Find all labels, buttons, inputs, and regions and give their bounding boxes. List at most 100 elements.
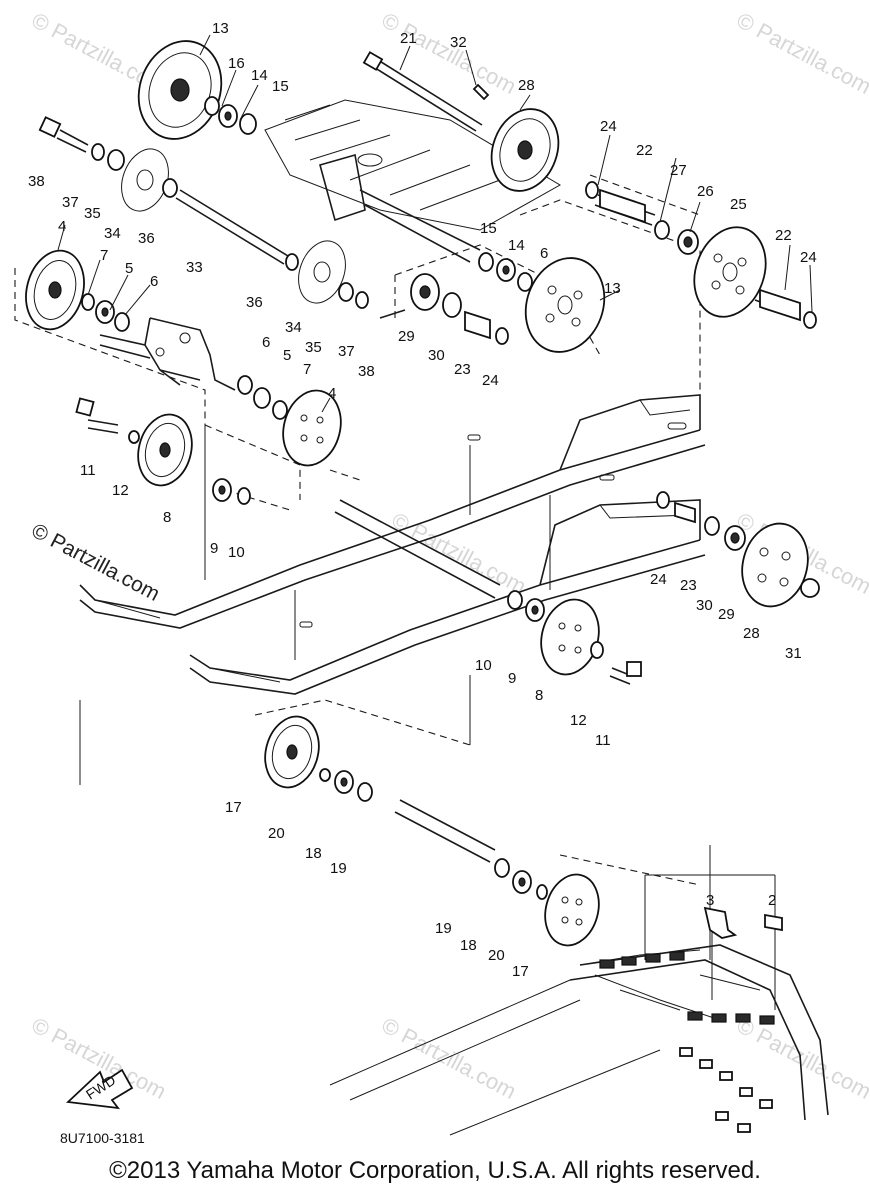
callout: 13	[604, 280, 621, 297]
callout: 15	[272, 78, 289, 95]
callout: 24	[482, 372, 499, 389]
drawing-code: 8U7100-3181	[60, 1130, 145, 1146]
callout: 18	[305, 845, 322, 862]
callout: 38	[358, 363, 375, 380]
wheel-17-right	[544, 873, 600, 947]
pivot-arm	[99, 317, 236, 391]
callout: 28	[743, 625, 760, 642]
callout: 28	[518, 77, 535, 94]
callout: 9	[210, 540, 218, 557]
wheel-28-top	[490, 108, 560, 192]
watermark: © Partzilla.com	[378, 7, 521, 99]
wheel-25	[693, 226, 767, 318]
callout: 24	[600, 118, 617, 135]
callout-labels: 13 16 14 15 21 32 28 38 37 35 34 36 24 2…	[28, 20, 817, 980]
callout: 34	[104, 225, 121, 242]
callout: 26	[697, 183, 714, 200]
wheel-8-right	[540, 598, 600, 676]
callout: 2	[768, 892, 776, 909]
wheel-34-mid	[298, 240, 346, 304]
callout: 22	[636, 142, 653, 159]
leader-lines	[57, 34, 813, 413]
watermark: © Partzilla.com	[388, 507, 531, 599]
axle-bolt-head	[362, 51, 384, 71]
slide-rails	[79, 394, 706, 785]
watermark: © Partzilla.com	[378, 1012, 521, 1104]
callout: 23	[454, 361, 471, 378]
bolt-head-11	[75, 397, 95, 417]
callout: 35	[84, 205, 101, 222]
callout: 7	[303, 361, 311, 378]
bolt-head-38	[38, 116, 62, 138]
bolt-head-11b	[626, 661, 642, 677]
callout: 33	[186, 259, 203, 276]
callout: 32	[450, 34, 467, 51]
callout: 11	[595, 732, 611, 749]
callout: 24	[650, 571, 667, 588]
callout: 4	[58, 218, 66, 235]
callout: 25	[730, 196, 747, 213]
track	[329, 845, 829, 1136]
callout: 24	[800, 249, 817, 266]
track-clip-2	[764, 913, 783, 932]
callout: 14	[508, 237, 525, 254]
callout: 20	[268, 825, 285, 842]
watermark: © Partzilla.com	[733, 1012, 870, 1104]
callout: 30	[428, 347, 445, 364]
callout: 8	[163, 509, 171, 526]
callout: 12	[112, 482, 129, 499]
callout: 20	[488, 947, 505, 964]
callout: 37	[338, 343, 355, 360]
callout: 3	[706, 892, 714, 909]
callout: 16	[228, 55, 245, 72]
callout: 8	[535, 687, 543, 704]
callout: 17	[512, 963, 529, 980]
callout: 11	[80, 462, 96, 479]
track-clip-3	[703, 906, 738, 939]
wheel-13-top	[137, 40, 223, 140]
callout: 31	[785, 645, 802, 662]
copyright-footer: ©2013 Yamaha Motor Corporation, U.S.A. A…	[109, 1157, 761, 1184]
upper-housing	[264, 99, 562, 263]
callout: 6	[540, 245, 548, 262]
callout: 10	[475, 657, 492, 674]
callout: 34	[285, 319, 302, 336]
wheel-17-left	[264, 715, 320, 789]
wheel-28-right	[741, 522, 809, 608]
callout: 14	[251, 67, 268, 84]
wheel-13-right	[524, 257, 606, 353]
callout: 37	[62, 194, 79, 211]
callout: 29	[398, 328, 415, 345]
callout: 30	[696, 597, 713, 614]
wheels	[25, 40, 809, 947]
small-parts	[81, 83, 820, 900]
wheel-8-left	[137, 413, 193, 487]
wheel-4-mid	[282, 389, 342, 467]
fwd-arrow: FWD	[65, 1068, 134, 1110]
callout: 35	[305, 339, 322, 356]
callout: 15	[480, 220, 497, 237]
watermark: © Partzilla.com	[733, 7, 870, 99]
callout: 17	[225, 799, 242, 816]
callout: 13	[212, 20, 229, 37]
watermark-dark: © Partzilla.com	[28, 519, 164, 606]
callout: 18	[460, 937, 477, 954]
callout: 22	[775, 227, 792, 244]
callout: 10	[228, 544, 245, 561]
callout: 5	[283, 347, 291, 364]
callout: 19	[330, 860, 347, 877]
callout: 29	[718, 606, 735, 623]
callout: 7	[100, 247, 108, 264]
callout: 38	[28, 173, 45, 190]
callout: 5	[125, 260, 133, 277]
callout: 23	[680, 577, 697, 594]
wheel-4-left	[25, 249, 85, 331]
callout: 4	[328, 385, 336, 402]
callout: 12	[570, 712, 587, 729]
callout: 19	[435, 920, 452, 937]
callout: 6	[150, 273, 158, 290]
callout: 9	[508, 670, 516, 687]
callout: 27	[670, 162, 687, 179]
callout: 36	[246, 294, 263, 311]
